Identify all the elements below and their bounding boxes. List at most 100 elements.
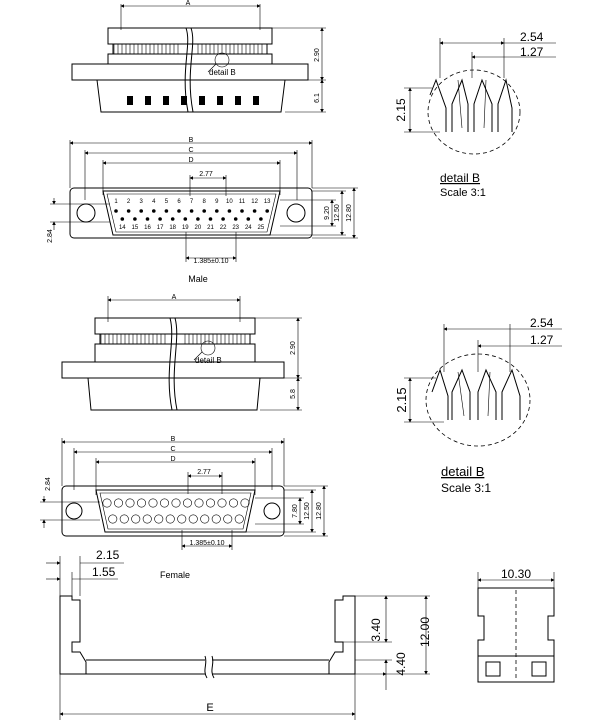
male-dim-b: B [189,137,194,144]
female-dim-pin-offset: 1.385±0.10 [190,540,225,547]
male-dim-1250: 12.50 [334,204,341,222]
female-socket [114,498,124,508]
female-dim-d: D [170,456,175,463]
end-view: 10.30 [477,567,555,683]
male-pin [145,217,150,221]
female-socket [211,514,221,524]
male-pin [152,209,156,213]
male-dim-1280: 12.80 [346,204,353,222]
female-socket [137,498,147,508]
male-pin-label: 19 [182,225,189,231]
male-pin-label: 8 [203,199,207,205]
detail-bottom-dim-215: 2.15 [394,387,409,412]
male-pin-label: 25 [258,225,265,231]
male-pin [265,209,270,213]
male-pin-label: 4 [152,199,156,205]
side-dim-440: 4.40 [394,652,408,676]
male-pin [215,209,219,213]
male-dim-920: 9.20 [324,206,331,220]
male-pin-label: 12 [251,199,258,205]
male-dim-pitch: 2.77 [199,171,213,178]
female-socket [142,514,152,524]
male-pin-label: 5 [165,199,169,205]
female-socket [131,514,141,524]
male-pin-label: 3 [140,199,144,205]
male-caption: Male [188,274,208,284]
female-socket-array [102,498,250,524]
male-pin [208,217,213,221]
male-detail-callout: detail B [209,68,236,77]
detail-b-bottom: 2.54 1.27 2.15 detail B Scale 3:1 [394,316,562,495]
female-socket [160,498,170,508]
female-socket [102,498,112,508]
female-socket [223,514,233,524]
male-pin-label: 23 [232,225,239,231]
male-dim-pin-offset: 1.385±0.10 [194,258,229,265]
side-view: 2.15 1.55 3.40 4.40 12.00 E [46,548,432,720]
female-front-view: B C D 2.77 1.385±0.10 2.84 [40,436,328,580]
female-socket [229,498,239,508]
side-dim-1200: 12.00 [418,617,432,647]
male-pin-label: 17 [157,225,164,231]
male-pin-label: 9 [215,199,219,205]
female-dim-pitch: 2.77 [197,469,211,476]
detail-bottom-dim-127: 1.27 [530,333,554,347]
female-socket [240,498,250,508]
female-socket [234,514,244,524]
side-dim-340: 3.40 [369,618,383,642]
male-pin-label: 7 [190,199,194,205]
detail-top-scale: Scale 3:1 [440,187,486,199]
male-pin [196,217,200,221]
male-pin [259,217,263,221]
male-pin [164,209,169,213]
male-top-view: A detail B 2.90 6.1 [71,0,326,113]
detail-top-title: detail B [440,171,480,185]
male-pin-label: 16 [144,225,151,231]
male-dim-c: C [188,147,193,154]
female-dim-1280: 12.80 [316,502,323,520]
male-pin [189,209,194,213]
female-dim-c: C [170,446,175,453]
male-pin-label: 10 [226,199,233,205]
female-socket [194,498,204,508]
female-dim-b: B [171,436,176,443]
male-pin-label: 22 [220,225,227,231]
male-pin [246,217,251,221]
female-socket [154,514,164,524]
female-socket [188,514,198,524]
female-detail-callout: detail B [195,356,222,365]
male-pin-label: 6 [177,199,181,205]
male-pin [158,217,162,221]
female-dim-row-spacing: 2.84 [45,477,52,491]
side-dim-e: E [206,702,213,714]
male-pin [252,209,257,213]
male-pin [120,217,125,221]
female-socket [165,514,175,524]
male-pin-label: 13 [264,199,271,205]
male-pin [139,209,143,213]
male-dim-height-top: 2.90 [314,48,321,62]
female-dim-height-shell: 5.8 [290,389,297,399]
female-dim-height-top: 2.90 [290,341,297,355]
male-pin [221,217,225,221]
detail-bottom-title: detail B [441,464,484,479]
female-socket [171,498,181,508]
male-pin-label: 2 [127,199,131,205]
male-pin [202,209,206,213]
end-dim-1030: 10.30 [501,567,531,581]
detail-bottom-scale: Scale 3:1 [441,481,491,495]
detail-top-dim-127: 1.27 [520,45,544,59]
male-pin-label: 1 [114,199,118,205]
male-pin [126,209,131,213]
male-pin [233,217,238,221]
male-pin-label: 15 [132,225,139,231]
male-pin [114,209,118,213]
female-top-view: A detail B 2.90 5.8 [61,294,302,411]
male-pin-label: 14 [119,225,126,231]
female-socket [206,498,216,508]
male-dim-row-spacing: 2.84 [47,229,54,243]
female-socket [177,514,187,524]
